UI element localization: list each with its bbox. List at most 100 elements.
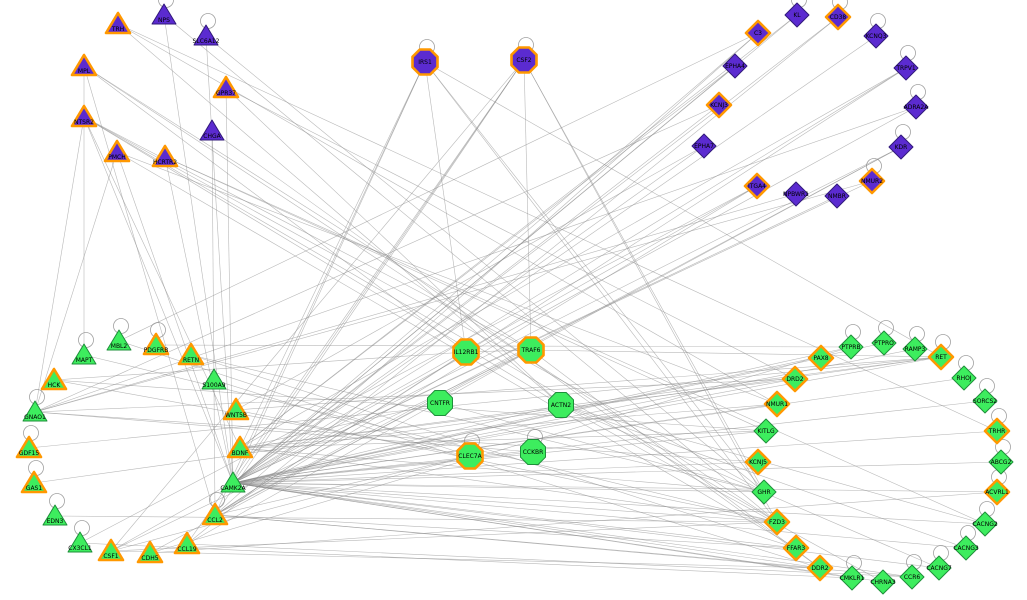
edge-CAMK2A-KCNJ5[interactable] [232, 461, 759, 484]
edge-GNAO1-DRD2[interactable] [34, 378, 796, 413]
node-C3[interactable] [744, 19, 772, 47]
node-CMKLR1[interactable] [839, 565, 865, 591]
edge-WNT5B-RET[interactable] [235, 356, 942, 411]
edge-MPL-IL12RB1[interactable] [83, 65, 467, 353]
node-HCK[interactable] [40, 367, 68, 391]
edge-S100A9-DDR2[interactable] [213, 379, 821, 569]
node-CCR6[interactable] [899, 564, 925, 590]
self-loop-GNAO1[interactable] [29, 389, 45, 405]
edge-CLEC7A-HCK[interactable] [53, 379, 471, 457]
edge-TRAF6-DDR2[interactable] [530, 349, 821, 569]
node-CNTFR[interactable] [427, 390, 453, 416]
edge-CDH5-ACVRL1[interactable] [149, 491, 998, 554]
edge-C3-MBL2[interactable] [118, 32, 759, 342]
edge-CSF2-TRAF6[interactable] [523, 59, 532, 351]
edge-CLEC7A-CCL2[interactable] [214, 455, 471, 516]
node-EPHA4[interactable] [722, 53, 748, 79]
node-EPHA7[interactable] [691, 133, 717, 159]
edge-CLEC7A-CSF1[interactable] [110, 455, 471, 552]
edge-CAMK2A-SORCS2[interactable] [232, 400, 986, 484]
node-TRH[interactable] [104, 11, 132, 35]
node-DRD2[interactable] [781, 365, 809, 393]
edge-HCRTR2-CAMK2A[interactable] [164, 156, 234, 484]
edge-EDN3-FZD3[interactable] [54, 515, 778, 523]
node-PAX8[interactable] [807, 344, 835, 372]
edge-PMCH-GNAO1[interactable] [34, 151, 118, 413]
node-KDR[interactable] [888, 134, 914, 160]
edge-C3-CCL2[interactable] [214, 32, 759, 516]
edge-CAMK2A-TRHR[interactable] [232, 430, 998, 484]
node-RETN[interactable] [177, 342, 205, 366]
node-FFAR3[interactable] [782, 534, 810, 562]
edge-ACTN2-CAMK2A[interactable] [232, 404, 562, 484]
node-RET[interactable] [927, 343, 955, 371]
edge-GDF15-RET[interactable] [28, 356, 942, 449]
edge-IRS1-RET[interactable] [424, 61, 942, 358]
node-KCNJ3[interactable] [705, 91, 733, 119]
node-IL12RB1[interactable] [452, 338, 480, 366]
edge-IL12RB1-CCL2[interactable] [214, 351, 467, 516]
node-SORCS2[interactable] [972, 388, 998, 414]
node-GNAO1[interactable] [22, 400, 48, 422]
edge-C3-CAMK2A[interactable] [232, 32, 759, 484]
node-NPS[interactable] [151, 3, 177, 25]
edge-BDNF-GHR[interactable] [239, 447, 765, 493]
edge-WNT5B-FZD3[interactable] [235, 409, 778, 523]
edge-CAMK2A-CACNG3[interactable] [232, 482, 967, 549]
edge-CCL2-FFAR3[interactable] [214, 514, 797, 549]
edge-ITGA4-CSF1[interactable] [110, 185, 758, 552]
edge-TRH-TRHR[interactable] [117, 23, 998, 432]
edge-RETN-FFAR3[interactable] [190, 354, 797, 549]
edge-CNTFR-GHR[interactable] [439, 402, 765, 493]
edge-IL12RB1-HCK[interactable] [53, 351, 467, 381]
edge-TRAF6-RET[interactable] [530, 349, 942, 358]
node-CD38[interactable] [824, 3, 852, 31]
edge-CSF2-CCL19[interactable] [186, 59, 525, 545]
node-MPL[interactable] [70, 53, 98, 77]
edge-SLC6A12-GHR[interactable] [205, 35, 765, 493]
node-GHR[interactable] [751, 479, 777, 505]
edge-CHGA-CCL2[interactable] [211, 130, 216, 516]
node-TRAF6[interactable] [517, 336, 545, 364]
edge-CSF2-CAMK2A[interactable] [232, 59, 525, 484]
edge-RETN-GHR[interactable] [190, 354, 765, 493]
node-CCKBR[interactable] [520, 439, 546, 465]
node-CACNG7[interactable] [926, 555, 952, 581]
node-NMBR[interactable] [824, 183, 850, 209]
node-CDH5[interactable] [136, 540, 164, 564]
edge-IRS1-CAMK2A[interactable] [232, 61, 426, 484]
edge-NMUR2-CAMK2A[interactable] [232, 180, 873, 484]
edge-HCRTR2-CACNG2[interactable] [164, 156, 986, 525]
node-MBL2[interactable] [106, 329, 132, 351]
node-WNT5B[interactable] [222, 397, 250, 421]
edge-TRH-ACTN2[interactable] [117, 23, 562, 406]
edge-CAMK2A-RAMP3[interactable] [232, 348, 916, 484]
edge-HCK-KITLG[interactable] [53, 379, 767, 432]
edge-NPS-CAMK2A[interactable] [163, 14, 234, 484]
self-loop-MBL2[interactable] [113, 318, 129, 334]
edge-BDNF-FZD3[interactable] [239, 447, 778, 523]
edge-KCNQ3-CAMK2A[interactable] [232, 35, 877, 484]
edge-CAMK2A-KITLG[interactable] [232, 430, 767, 484]
edge-MPL-FZD3[interactable] [83, 65, 778, 523]
edge-ITGA4-CX3CL1[interactable] [79, 185, 758, 544]
node-MAPT[interactable] [71, 343, 97, 365]
node-RHOJ[interactable] [951, 365, 977, 391]
node-SLC6A12[interactable] [193, 24, 219, 46]
edge-CAMK2A-ACVRL1[interactable] [232, 482, 998, 493]
edge-ACTN2-CACNG3[interactable] [560, 404, 967, 549]
node-EDN3[interactable] [42, 504, 68, 526]
edge-CDH5-PTPRB[interactable] [149, 346, 852, 554]
edge-IRS1-BDNF[interactable] [239, 61, 426, 449]
self-loop-EDN3[interactable] [49, 493, 65, 509]
self-loop-CX3CL1[interactable] [74, 520, 90, 536]
edge-KDR-CAMK2A[interactable] [232, 146, 902, 484]
node-GAS1[interactable] [20, 470, 48, 494]
edge-CD38-CAMK2A[interactable] [232, 16, 839, 484]
edge-CCL2-DDR2[interactable] [214, 514, 821, 569]
node-ABCG2[interactable] [988, 449, 1014, 475]
self-loop-MAPT[interactable] [78, 332, 94, 348]
edge-MPL-CCL2[interactable] [83, 65, 216, 516]
